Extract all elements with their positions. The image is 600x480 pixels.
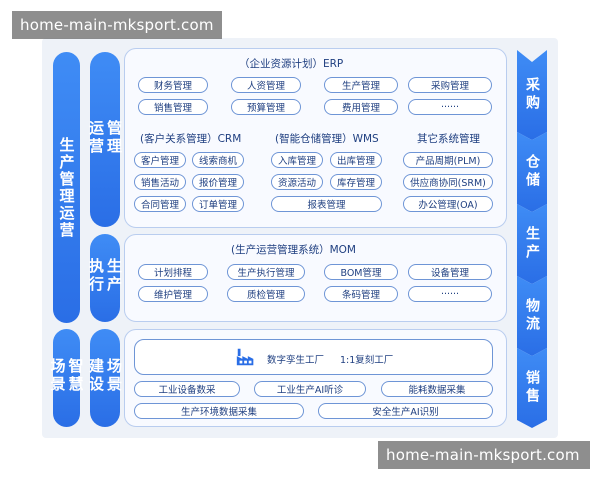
erp-item: ······	[408, 99, 492, 115]
flow-step-sales: 销售	[517, 348, 547, 428]
mom-item: 条码管理	[324, 286, 398, 302]
watermark-bottom: home-main-mksport.com	[378, 441, 590, 469]
wms-item: 库存管理	[330, 174, 382, 190]
watermark-top: home-main-mksport.com	[12, 11, 222, 39]
mom-item: BOM管理	[324, 264, 398, 280]
digital-twin-box: 数字孪生工厂 1:1复刻工厂	[134, 339, 493, 375]
erp-title: （企业资源计划）ERP	[239, 58, 344, 70]
replica-text: 1:1复刻工厂	[340, 355, 394, 366]
erp-item: 财务管理	[138, 77, 208, 93]
mom-item: 生产执行管理	[227, 264, 305, 280]
production-ops-label: 生产管理运营	[53, 52, 80, 323]
scene-item: 安全生产AI识别	[318, 403, 493, 419]
erp-item: 费用管理	[324, 99, 398, 115]
scene-item: 工业设备数采	[134, 381, 240, 397]
digital-twin-text: 数字孪生工厂	[267, 355, 325, 366]
crm-item: 线索商机	[192, 152, 244, 168]
crm-item: 客户管理	[134, 152, 186, 168]
wms-title: (智能仓储管理）WMS	[275, 133, 379, 145]
scene-item: 工业生产AI听诊	[254, 381, 366, 397]
crm-title: (客户关系管理）CRM	[140, 133, 242, 145]
flow-step-logistics: 物流	[517, 276, 547, 356]
wms-item: 报表管理	[271, 196, 382, 212]
factory-icon	[236, 348, 254, 366]
crm-item: 合同管理	[134, 196, 186, 212]
management-ops-label: 管理运营	[87, 52, 123, 227]
crm-item: 订单管理	[192, 196, 244, 212]
mom-item: 维护管理	[138, 286, 208, 302]
other-title: 其它系统管理	[417, 133, 480, 145]
scene-item: 生产环境数据采集	[134, 403, 304, 419]
erp-item: 销售管理	[138, 99, 208, 115]
smart-scene-label: 智慧场景	[49, 329, 85, 427]
flow-step-production: 生产	[517, 204, 547, 284]
erp-item: 人资管理	[231, 77, 301, 93]
crm-item: 报价管理	[192, 174, 244, 190]
erp-item: 预算管理	[231, 99, 301, 115]
wms-item: 资源活动	[271, 174, 323, 190]
other-item: 供应商协同(SRM)	[403, 174, 493, 190]
erp-item: 采购管理	[408, 77, 492, 93]
other-item: 产品周期(PLM)	[403, 152, 493, 168]
mom-item: ······	[408, 286, 492, 302]
wms-item: 入库管理	[271, 152, 323, 168]
wms-item: 出库管理	[330, 152, 382, 168]
scene-item: 能耗数据采集	[381, 381, 493, 397]
production-exec-label: 生产执行	[87, 234, 123, 322]
flow-step-procurement: 采购	[517, 50, 547, 140]
scene-build-label: 场景建设	[87, 329, 123, 427]
flow-step-warehouse: 仓储	[517, 132, 547, 212]
mom-item: 计划排程	[138, 264, 208, 280]
crm-item: 销售活动	[134, 174, 186, 190]
mom-item: 设备管理	[408, 264, 492, 280]
other-item: 办公管理(OA)	[403, 196, 493, 212]
mom-item: 质检管理	[227, 286, 305, 302]
erp-item: 生产管理	[324, 77, 398, 93]
mom-title: (生产运营管理系统）MOM	[231, 244, 356, 256]
